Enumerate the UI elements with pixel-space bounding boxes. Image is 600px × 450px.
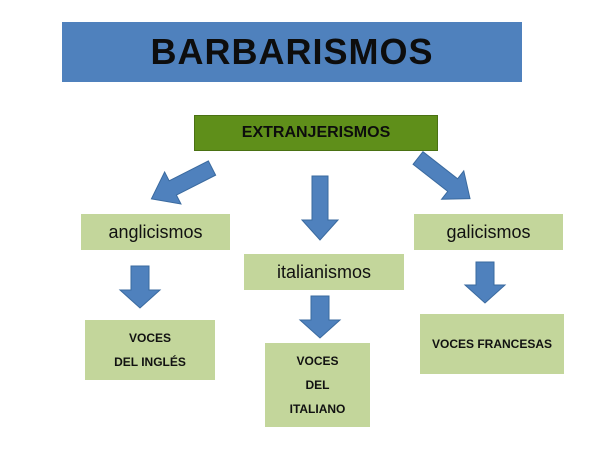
voces-ingles-line-1: VOCES bbox=[128, 331, 171, 345]
node-galicismos-label: galicismos bbox=[446, 221, 531, 242]
root-label: EXTRANJERISMOS bbox=[241, 124, 391, 141]
diagram-title: BARBARISMOS bbox=[150, 31, 434, 72]
arrow-galicismos-to-voces bbox=[463, 261, 507, 304]
root-node: EXTRANJERISMOS bbox=[194, 115, 438, 151]
arrow-root-to-galicismos bbox=[412, 150, 471, 200]
node-galicismos: galicismos bbox=[414, 214, 563, 250]
node-italianismos-label: italianismos bbox=[276, 261, 372, 282]
title-banner: BARBARISMOS bbox=[62, 22, 522, 82]
node-italianismos: italianismos bbox=[244, 254, 404, 290]
node-voces-del-ingles: VOCES DEL INGLÉS bbox=[85, 320, 215, 380]
node-voces-francesas: VOCES FRANCESAS bbox=[420, 314, 564, 374]
arrow-root-to-anglicismos bbox=[150, 160, 217, 205]
arrow-italianismos-to-voces bbox=[298, 295, 342, 339]
arrow-anglicismos-to-voces bbox=[118, 265, 162, 309]
node-voces-del-italiano: VOCES DEL ITALIANO bbox=[265, 343, 370, 427]
voces-ingles-line-2: DEL INGLÉS bbox=[114, 355, 186, 369]
voces-italiano-line-3: ITALIANO bbox=[289, 402, 346, 416]
voces-italiano-line-1: VOCES bbox=[296, 354, 339, 368]
voces-francesas-line-1: VOCES FRANCESAS bbox=[431, 337, 553, 351]
node-anglicismos: anglicismos bbox=[81, 214, 230, 250]
node-anglicismos-label: anglicismos bbox=[108, 221, 203, 242]
arrow-root-to-italianismos bbox=[300, 175, 340, 241]
voces-italiano-line-2: DEL bbox=[305, 378, 330, 392]
